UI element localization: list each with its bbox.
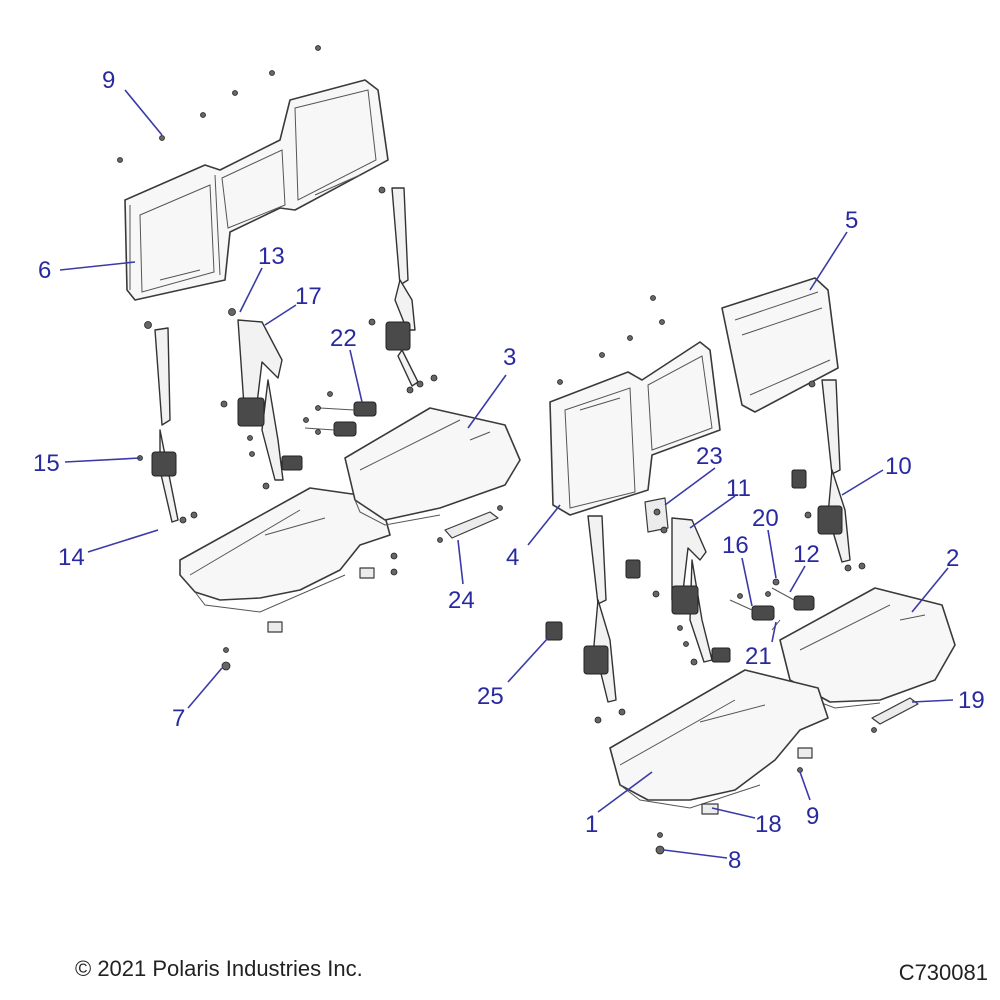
rear-buckles [303,391,377,437]
rear-back-screws [117,45,321,163]
seat-bracket-24 [437,505,503,543]
callout-16: 16 [722,532,749,559]
callout-25: 25 [477,683,504,710]
rear-center-seat-belt [220,308,303,490]
callout-6: 6 [38,257,51,284]
figure-id: C730081 [898,960,988,985]
callout-23: 23 [696,443,723,470]
callout-9-top: 9 [102,67,115,94]
callout-17: 17 [295,283,322,310]
front-headrest [721,277,839,413]
front-center-seat-belt [652,517,731,666]
callout-20: 20 [752,505,779,532]
front-seat-back [549,341,721,516]
callout-3: 3 [503,344,516,371]
copyright-notice: © 2021 Polaris Industries Inc. [75,956,363,981]
front-buckles [729,578,815,631]
rear-seat-latches [221,552,398,671]
front-seat-bottom-1 [609,669,829,809]
front-left-seat-belt [545,515,626,724]
callout-2: 2 [946,545,959,572]
callout-15: 15 [33,450,60,477]
rear-left-seat-belt [137,321,198,524]
callout-24: 24 [448,587,475,614]
callout-1: 1 [585,811,598,838]
callout-14: 14 [58,544,85,571]
callout-10: 10 [885,453,912,480]
callout-19: 19 [958,687,985,714]
buckle-cover-23 [625,469,807,579]
callout-8: 8 [728,847,741,874]
callout-12: 12 [793,541,820,568]
seat-bracket-19 [871,697,919,733]
rear-seat-bottom-3 [344,407,521,526]
callout-18: 18 [755,811,782,838]
callout-21: 21 [745,643,772,670]
front-right-seat-belt [804,379,866,572]
leader-lines [59,89,954,859]
rear-right-seat-belt [368,186,438,394]
callout-7: 7 [172,705,185,732]
callout-9-bottom: 9 [806,803,819,830]
callout-13: 13 [258,243,285,270]
callout-labels: 9 6 13 17 22 3 15 14 24 7 5 10 23 11 4 2… [33,67,985,874]
front-back-screws [557,295,665,385]
callout-5: 5 [845,207,858,234]
rear-seat-back [124,79,389,301]
callout-11: 11 [726,475,751,502]
callout-4: 4 [506,544,519,571]
callout-22: 22 [330,325,357,352]
rear-left-seat-bottom [179,487,391,613]
